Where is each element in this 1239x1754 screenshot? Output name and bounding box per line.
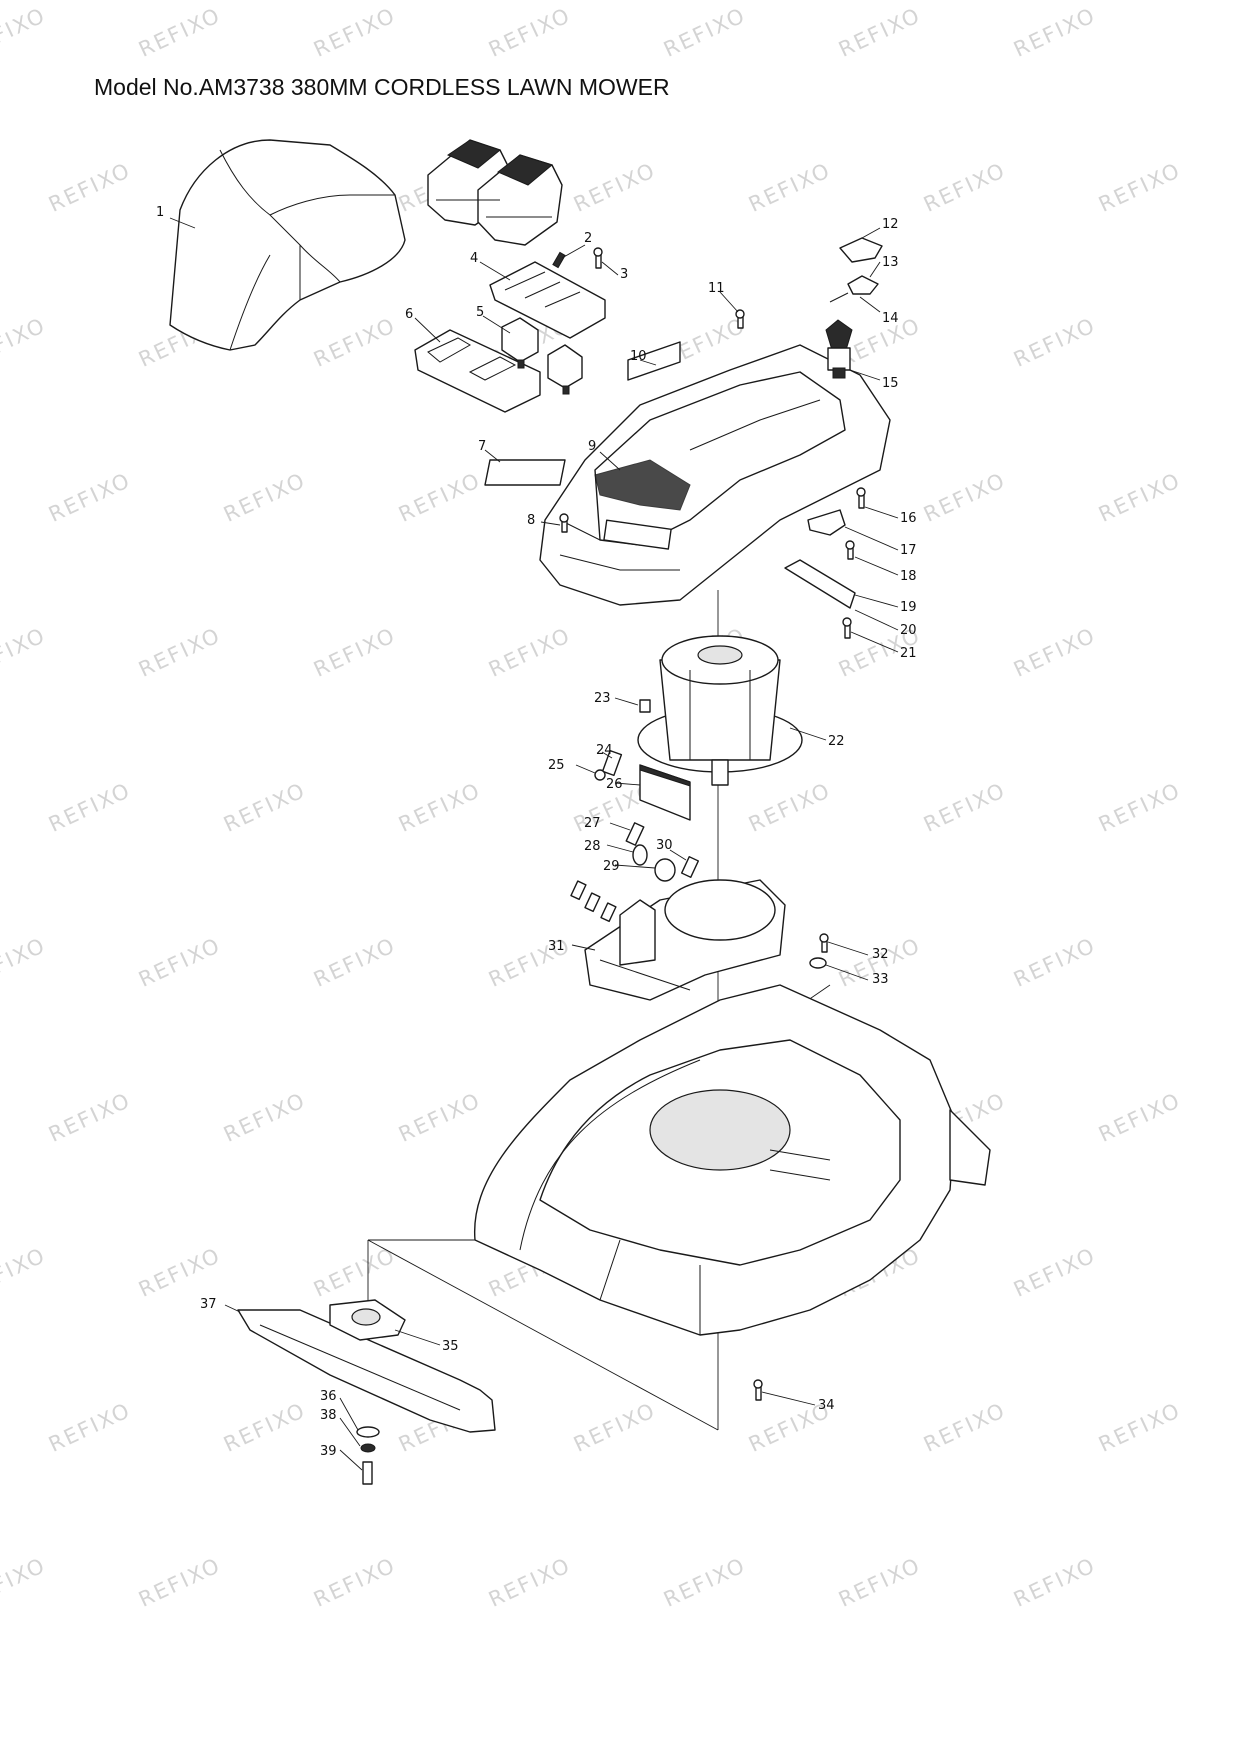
callout: 11 xyxy=(708,281,725,296)
callout: 4 xyxy=(470,251,478,266)
callout: 33 xyxy=(872,972,889,987)
callout: 17 xyxy=(900,543,917,558)
callout: 13 xyxy=(882,255,899,270)
leader-lines xyxy=(169,217,899,1471)
callout: 22 xyxy=(828,734,845,749)
switch-key-assembly xyxy=(825,237,883,379)
callout: 32 xyxy=(872,947,889,962)
callout: 25 xyxy=(548,758,565,773)
callout: 16 xyxy=(900,511,917,526)
deck xyxy=(474,984,991,1336)
labels xyxy=(484,341,681,486)
small-screws-top xyxy=(552,247,603,269)
callout: 29 xyxy=(603,859,620,874)
callout: 12 xyxy=(882,217,899,232)
page-title: Model No.AM3738 380MM CORDLESS LAWN MOWE… xyxy=(94,74,670,100)
terminals xyxy=(501,317,583,395)
callout: 24 xyxy=(596,743,613,758)
callout-numbers: 1 2 3 4 5 6 7 8 9 10 11 12 13 14 15 16 1… xyxy=(156,205,917,1459)
callout: 21 xyxy=(900,646,917,661)
callout: 26 xyxy=(606,777,623,792)
callout: 30 xyxy=(656,838,673,853)
callout: 36 xyxy=(320,1389,337,1404)
rear-cover xyxy=(169,139,406,351)
handle-fixing-parts xyxy=(784,487,866,639)
callout: 9 xyxy=(588,439,596,454)
small-components xyxy=(570,699,700,923)
holder-base xyxy=(414,329,541,413)
callout: 23 xyxy=(594,691,611,706)
callout: 38 xyxy=(320,1408,337,1423)
callout: 10 xyxy=(630,349,647,364)
callout: 5 xyxy=(476,305,484,320)
callout: 35 xyxy=(442,1339,459,1354)
blade-assembly xyxy=(237,1299,496,1485)
battery-packs xyxy=(427,139,563,246)
callout: 18 xyxy=(900,569,917,584)
main-housing xyxy=(539,344,891,606)
callout: 7 xyxy=(478,439,486,454)
deck-screw xyxy=(753,1379,763,1401)
callout: 8 xyxy=(527,513,535,528)
bracket-screws xyxy=(809,933,829,969)
callout: 39 xyxy=(320,1444,337,1459)
callout: 19 xyxy=(900,600,917,615)
callout: 14 xyxy=(882,311,899,326)
callout: 31 xyxy=(548,939,565,954)
motor-bracket xyxy=(584,879,786,1001)
callout: 6 xyxy=(405,307,413,322)
battery-holder xyxy=(489,261,606,339)
motor xyxy=(637,635,803,786)
callout: 34 xyxy=(818,1398,835,1413)
callout: 2 xyxy=(584,231,592,246)
callout: 20 xyxy=(900,623,917,638)
callout: 27 xyxy=(584,816,601,831)
callout: 1 xyxy=(156,205,164,220)
callout: 15 xyxy=(882,376,899,391)
callout: 3 xyxy=(620,267,628,282)
callout: 28 xyxy=(584,839,601,854)
callout: 37 xyxy=(200,1297,217,1312)
